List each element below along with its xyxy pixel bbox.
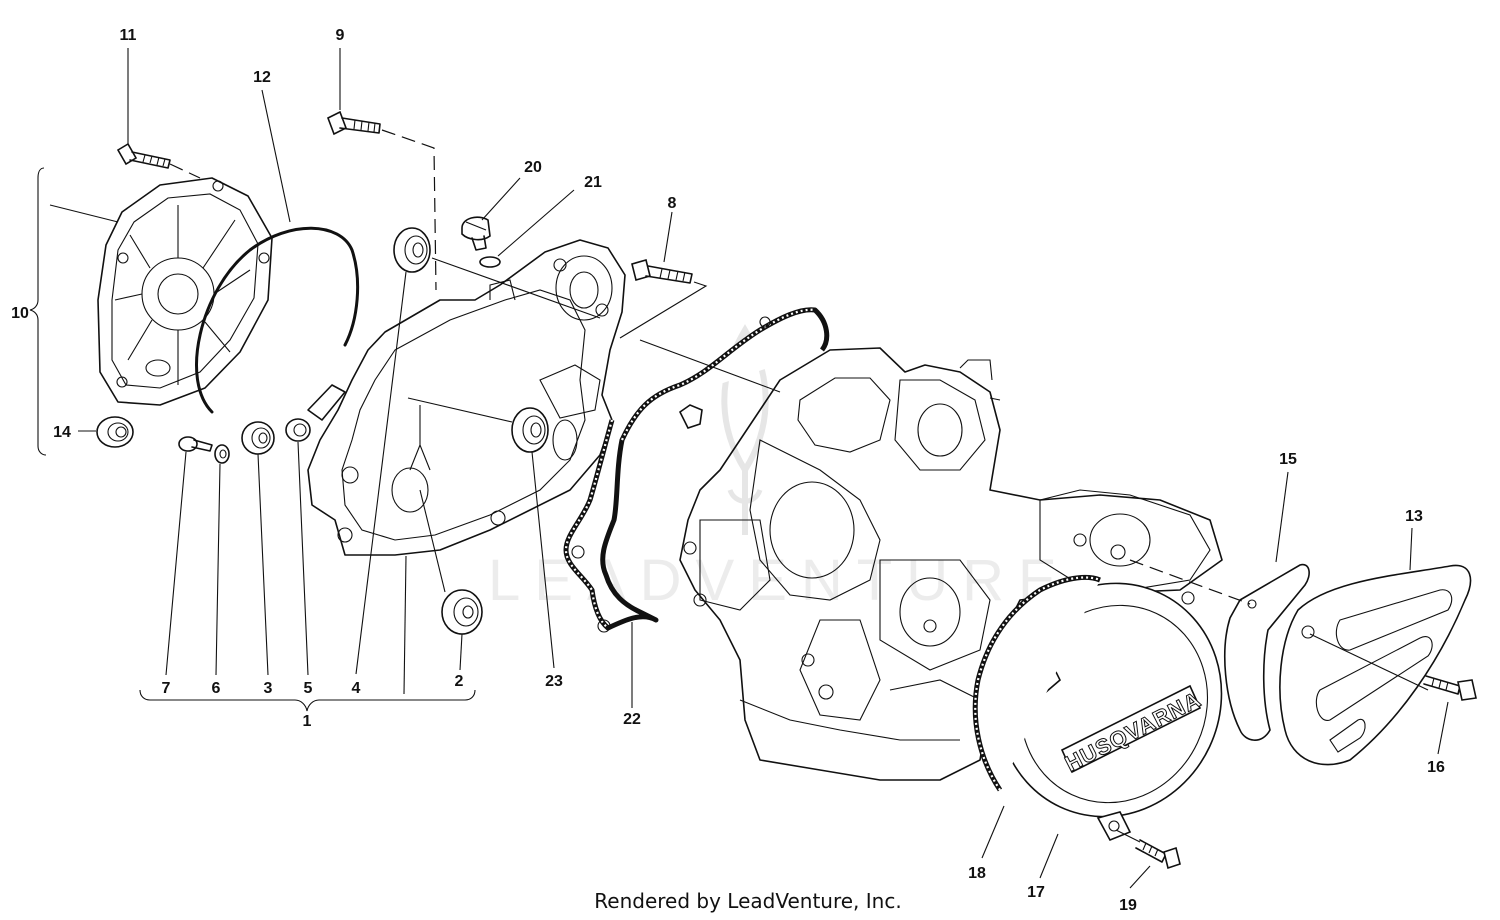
part-15-plate[interactable] [1224,563,1310,741]
callout-17: 17 [1027,884,1045,901]
leader-15 [1275,471,1289,563]
callout-23: 23 [545,673,563,690]
callout-22: 22 [623,711,641,728]
part-2-bearing[interactable] [441,589,483,635]
leader-4 [355,271,407,675]
guide-11 [169,163,201,179]
callout-8: 8 [668,195,677,212]
guide-4 [431,257,601,319]
part-12-o-ring[interactable] [195,226,360,414]
guide-15 [1129,559,1251,605]
callout-10: 10 [11,305,29,322]
credit-text: Rendered by LeadVenture, Inc. [594,889,901,913]
callout-19: 19 [1119,897,1137,914]
guide-19 [1115,829,1141,843]
callout-20: 20 [524,159,542,176]
bracket-1 [139,689,476,712]
callout-3: 3 [264,680,273,697]
part-20-plug[interactable] [461,216,491,251]
part-10-pump-cover[interactable] [97,177,273,406]
leaders-7-6-3-5 [165,441,309,676]
leader-23 [531,451,555,669]
leader-2 [459,633,463,671]
callout-18: 18 [968,865,986,882]
leader-18 [981,805,1005,859]
part-23-bearing[interactable] [511,407,549,453]
dowel-pin[interactable] [678,404,703,429]
part-22-gasket[interactable] [563,307,830,633]
callout-labels: 11 12 9 20 21 8 10 14 7 6 3 5 4 2 1 23 2… [11,27,1445,914]
callout-14: 14 [53,424,71,441]
callout-1: 1 [303,713,312,730]
leader-20 [481,177,521,221]
callout-12: 12 [253,69,271,86]
part-6-washer[interactable] [214,444,230,464]
callout-9: 9 [336,27,345,44]
callout-21: 21 [584,174,602,191]
guide-23 [407,397,513,423]
part-1-cover[interactable] [307,239,626,556]
leader-12 [261,89,291,223]
part-8-bolt[interactable] [631,259,693,284]
part-16-bolt[interactable] [1423,675,1477,701]
part-11-bolt[interactable] [116,142,171,169]
guide-13 [1309,633,1429,691]
part-7-screw[interactable] [178,436,213,452]
part-18-gasket-inner [974,576,1101,791]
guide-8 [619,281,708,339]
part-4-bearing[interactable] [393,227,431,273]
crankcase[interactable] [679,347,1223,781]
bracket-10 [29,167,47,456]
part-19-bolt[interactable] [1135,839,1181,870]
leader-10 [49,204,119,223]
callout-4: 4 [352,680,361,697]
callout-13: 13 [1405,508,1423,525]
leader-8 [663,211,673,263]
guide-2 [419,489,446,593]
part-21-washer[interactable] [479,256,501,268]
part-3-seal[interactable] [241,421,275,455]
leader-19 [1129,865,1151,889]
callout-11: 11 [120,27,137,44]
part-9-bolt[interactable] [326,110,381,136]
callout-15: 15 [1279,451,1297,468]
leader-17 [1039,833,1059,879]
leader-13 [1409,527,1413,571]
part-5-bushing[interactable] [285,418,311,442]
part-14-seal[interactable] [96,416,134,448]
leader-16 [1437,701,1449,755]
guide-9 [381,129,437,291]
callout-5: 5 [304,680,313,697]
guide-22 [639,339,781,393]
callout-6: 6 [212,680,221,697]
callout-16: 16 [1427,759,1445,776]
leader-1 [403,555,407,695]
leader-21 [497,189,575,257]
callout-2: 2 [455,673,464,690]
callout-7: 7 [162,680,171,697]
